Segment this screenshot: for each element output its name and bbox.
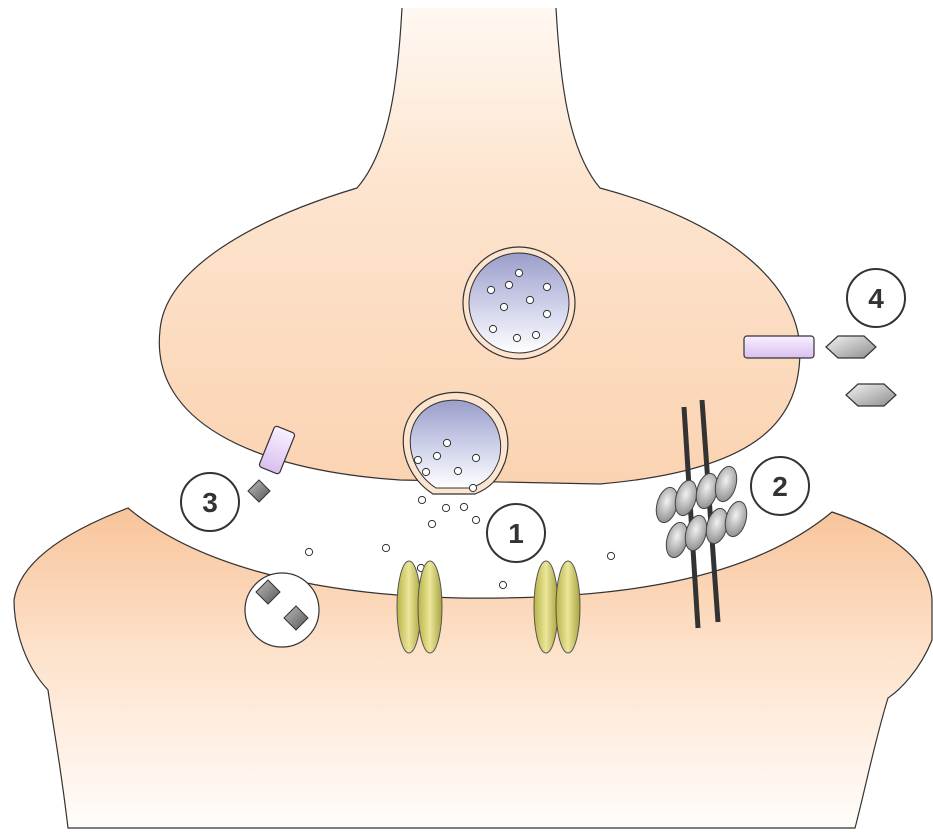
neurotransmitter-molecule — [454, 467, 461, 474]
fusing-vesicle — [403, 392, 508, 494]
callout-2-label: 2 — [772, 471, 788, 502]
callout-3-label: 3 — [202, 487, 218, 518]
neurotransmitter-molecule — [543, 310, 550, 317]
synaptic-vesicle — [463, 247, 575, 359]
postsynaptic-terminal — [14, 508, 932, 828]
neurotransmitter-molecule — [433, 452, 440, 459]
reuptake-transporter — [744, 336, 814, 358]
callout-3: 3 — [181, 473, 239, 531]
neurotransmitter-molecule — [526, 296, 533, 303]
neurotransmitter-molecule — [460, 503, 467, 510]
neurotransmitter-molecule — [472, 454, 479, 461]
callout-1: 1 — [487, 504, 545, 562]
neurotransmitter-molecule — [543, 283, 550, 290]
neurotransmitter-molecule — [442, 504, 449, 511]
neurotransmitter-molecule — [505, 281, 512, 288]
neurotransmitter-molecule — [382, 544, 389, 551]
enzyme-degradation — [245, 573, 319, 647]
neurotransmitter-molecule — [500, 303, 507, 310]
diamond-molecule — [248, 480, 270, 502]
neurotransmitter-molecule — [499, 581, 506, 588]
neurotransmitter-molecule — [422, 468, 429, 475]
neurotransmitter-molecule — [414, 456, 421, 463]
neurotransmitter-molecule — [532, 331, 539, 338]
neurotransmitter-molecule — [487, 286, 494, 293]
neurotransmitter-molecule — [428, 520, 435, 527]
callout-4: 4 — [847, 269, 905, 327]
neurotransmitter-molecule — [515, 269, 522, 276]
hexagon-molecule — [826, 336, 876, 358]
neurotransmitter-molecule — [513, 334, 520, 341]
neurotransmitter-molecule — [472, 516, 479, 523]
neurotransmitter-molecule — [469, 484, 476, 491]
neurotransmitter-molecule — [418, 496, 425, 503]
callout-2: 2 — [751, 457, 809, 515]
hexagon-molecule — [846, 384, 896, 406]
callout-4-label: 4 — [868, 283, 884, 314]
callout-1-label: 1 — [508, 518, 524, 549]
neurotransmitter-molecule — [489, 325, 496, 332]
neurotransmitter-molecule — [443, 439, 450, 446]
neurotransmitter-molecule — [305, 548, 312, 555]
neurotransmitter-molecule — [607, 552, 614, 559]
